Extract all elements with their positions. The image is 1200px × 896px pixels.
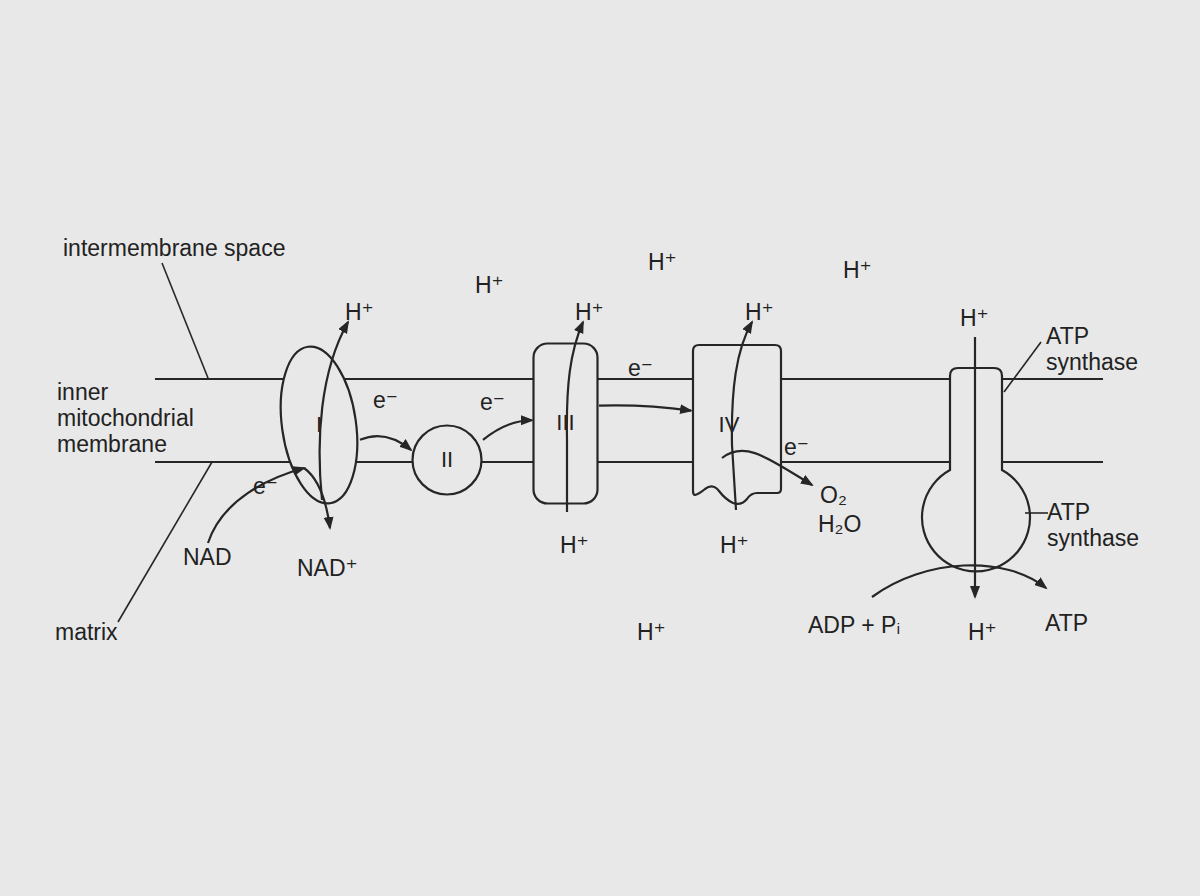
- leader-line: [1004, 342, 1041, 392]
- complex-outline: [693, 345, 781, 504]
- complex-number: II: [441, 448, 453, 472]
- complex-one: I: [278, 343, 360, 507]
- molecule-label: H₂O: [818, 511, 861, 537]
- molecule-label: ATP: [1045, 610, 1088, 636]
- molecule-label: NAD⁺: [297, 555, 358, 581]
- complex-four: IV: [691, 343, 783, 508]
- electron-arrow: [208, 468, 304, 543]
- molecule-label: ADP + Pᵢ: [808, 612, 900, 638]
- electron-label: e⁻: [253, 473, 278, 499]
- nad-arrow: [304, 468, 330, 528]
- electron-arrow: [722, 451, 812, 485]
- proton-label: H⁺: [560, 532, 589, 558]
- complex-two: II: [411, 424, 483, 496]
- proton-label: H⁺: [745, 299, 774, 325]
- complex-outline: [413, 426, 482, 495]
- part-label: ATP synthase: [1046, 323, 1156, 375]
- molecule-label: O₂: [820, 482, 847, 508]
- electron-label: e⁻: [373, 387, 398, 413]
- atp-arrow: [872, 565, 1046, 597]
- proton-label: H⁺: [345, 299, 374, 325]
- electron-label: e⁻: [480, 389, 505, 415]
- region-label: matrix: [55, 619, 118, 645]
- proton-label: H⁺: [637, 619, 666, 645]
- proton-arrow: [567, 322, 583, 512]
- proton-label: H⁺: [720, 532, 749, 558]
- atp-synthase-shape: [922, 368, 1030, 571]
- leader-line: [1025, 512, 1048, 514]
- proton-label: H⁺: [968, 619, 997, 645]
- electron-connector: [599, 405, 691, 410]
- complex-outline: [534, 344, 598, 504]
- complex-number: I: [316, 413, 322, 437]
- proton-label: H⁺: [960, 305, 989, 331]
- complex-three: III: [532, 342, 599, 505]
- complex-number: III: [556, 411, 574, 435]
- proton-label: H⁺: [843, 257, 872, 283]
- proton-label: H⁺: [648, 249, 677, 275]
- electron-connector: [483, 420, 532, 440]
- proton-arrow: [974, 337, 976, 597]
- leader-line: [162, 263, 208, 378]
- complex-number: IV: [719, 413, 740, 437]
- region-label: intermembrane space: [63, 235, 285, 261]
- proton-label: H⁺: [475, 272, 504, 298]
- proton-arrow: [732, 322, 752, 510]
- complex-outline: [271, 342, 366, 509]
- proton-label: H⁺: [575, 299, 604, 325]
- electron-label: e⁻: [784, 434, 809, 460]
- proton-arrow: [320, 322, 348, 500]
- part-label: ATP synthase: [1047, 499, 1157, 551]
- electron-connector: [360, 436, 411, 450]
- molecule-label: NAD: [183, 544, 232, 570]
- electron-label: e⁻: [628, 355, 653, 381]
- region-label: inner mitochondrial membrane: [57, 379, 217, 457]
- leader-line: [118, 462, 212, 622]
